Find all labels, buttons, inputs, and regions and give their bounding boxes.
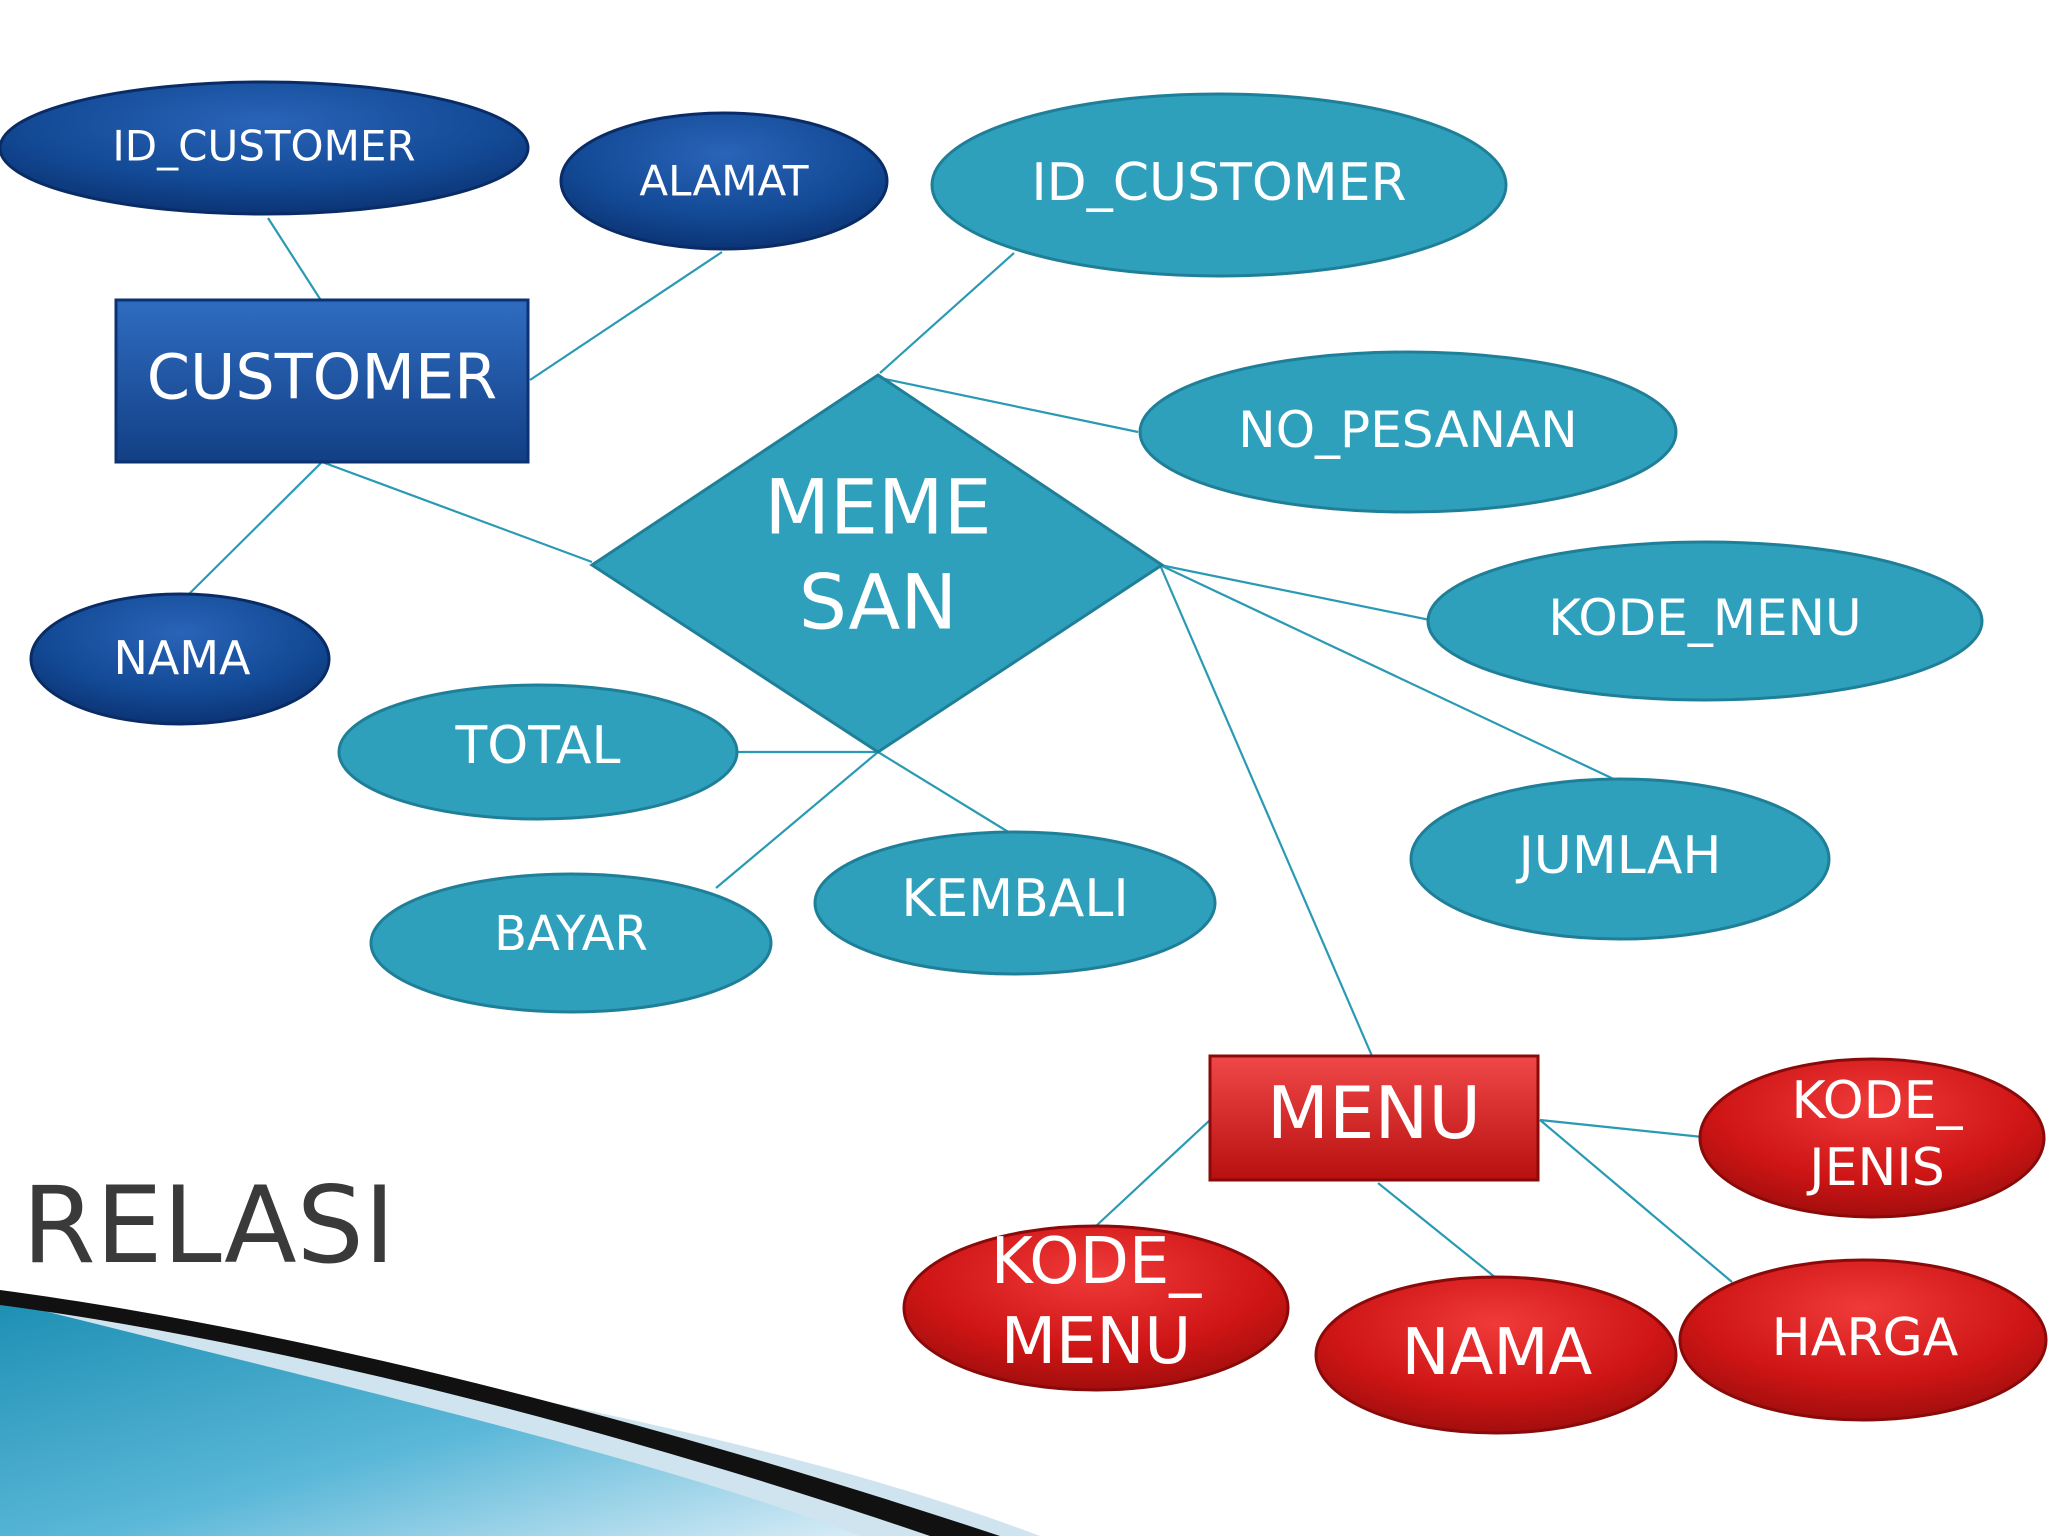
pemesanan-nopesanan-label: NO_PESANAN (1238, 401, 1577, 459)
menu-kodemenu-label-line2: MENU (1001, 1305, 1191, 1379)
link-pemesanan-jumlah (1159, 564, 1621, 783)
pemesanan-idcustomer-ellipse[interactable] (930, 92, 1508, 278)
link-customer-nama (185, 461, 323, 598)
link-pemesanan-kembali (877, 751, 1011, 834)
menu-entity-box[interactable] (1208, 1054, 1540, 1182)
link-pemesanan-nopesanan (879, 376, 1139, 434)
menu-nama-label: NAMA (1402, 1316, 1593, 1390)
link-pemesanan-menu (1158, 564, 1374, 1057)
customer-entity-box[interactable] (114, 298, 530, 464)
slide-title: RELASI (22, 1164, 395, 1287)
customer-entity-label: CUSTOMER (147, 341, 497, 414)
relationship-label-line2: SAN (799, 558, 958, 647)
pemesanan-nopesanan-ellipse[interactable] (1138, 350, 1678, 514)
customer-id-ellipse[interactable] (0, 80, 530, 216)
pemesanan-kembali-ellipse[interactable] (813, 830, 1217, 976)
link-menu-kodejenis (1539, 1118, 1713, 1140)
customer-alamat-label: ALAMAT (639, 157, 809, 206)
pemesanan-relationship-diamond[interactable] (589, 373, 1165, 754)
customer-nama-label: NAMA (113, 631, 251, 685)
menu-nama-ellipse[interactable] (1314, 1275, 1678, 1435)
link-customer-pemesanan (321, 460, 593, 564)
link-pemesanan-idcustomer (879, 252, 1015, 374)
link-menu-nama (1377, 1182, 1497, 1279)
menu-kodejenis-label-line1: KODE_ (1791, 1071, 1963, 1131)
pemesanan-bayar-ellipse[interactable] (369, 872, 773, 1014)
pemesanan-kembali-label: KEMBALI (901, 869, 1128, 929)
pemesanan-total-label: TOTAL (455, 716, 621, 776)
decorative-swoosh (0, 1290, 1040, 1536)
swoosh-teal-band (0, 1300, 860, 1536)
pemesanan-kodemenu-label: KODE_MENU (1548, 589, 1861, 647)
link-customer-alamat (529, 251, 723, 381)
menu-harga-ellipse[interactable] (1678, 1258, 2048, 1422)
menu-entity-label: MENU (1267, 1071, 1481, 1155)
link-customer-id (267, 217, 323, 303)
pemesanan-total-ellipse[interactable] (337, 683, 739, 821)
link-pemesanan-bayar (715, 751, 879, 889)
menu-kodemenu-ellipse[interactable] (902, 1224, 1290, 1392)
pemesanan-kodemenu-ellipse[interactable] (1426, 540, 1984, 702)
relationship-label-line1: MEME (764, 463, 991, 552)
customer-id-label: ID_CUSTOMER (112, 122, 415, 171)
link-menu-harga (1539, 1119, 1733, 1283)
pemesanan-idcustomer-label: ID_CUSTOMER (1031, 153, 1406, 213)
menu-kodejenis-ellipse[interactable] (1698, 1057, 2046, 1219)
connector-lines (185, 217, 1733, 1283)
pemesanan-bayar-label: BAYAR (494, 906, 648, 962)
swoosh-dark-edge (0, 1290, 1000, 1536)
customer-nama-ellipse[interactable] (29, 592, 331, 726)
pemesanan-jumlah-ellipse[interactable] (1409, 777, 1831, 941)
menu-harga-label: HARGA (1772, 1308, 1959, 1368)
link-pemesanan-kodemenu (1159, 563, 1431, 622)
link-menu-kodemenu (1095, 1119, 1211, 1227)
menu-kodejenis-label-line2: JENIS (1806, 1138, 1944, 1198)
pemesanan-jumlah-label: JUMLAH (1515, 826, 1721, 886)
menu-kodemenu-label-line1: KODE_ (991, 1225, 1203, 1299)
customer-alamat-ellipse[interactable] (559, 111, 889, 251)
